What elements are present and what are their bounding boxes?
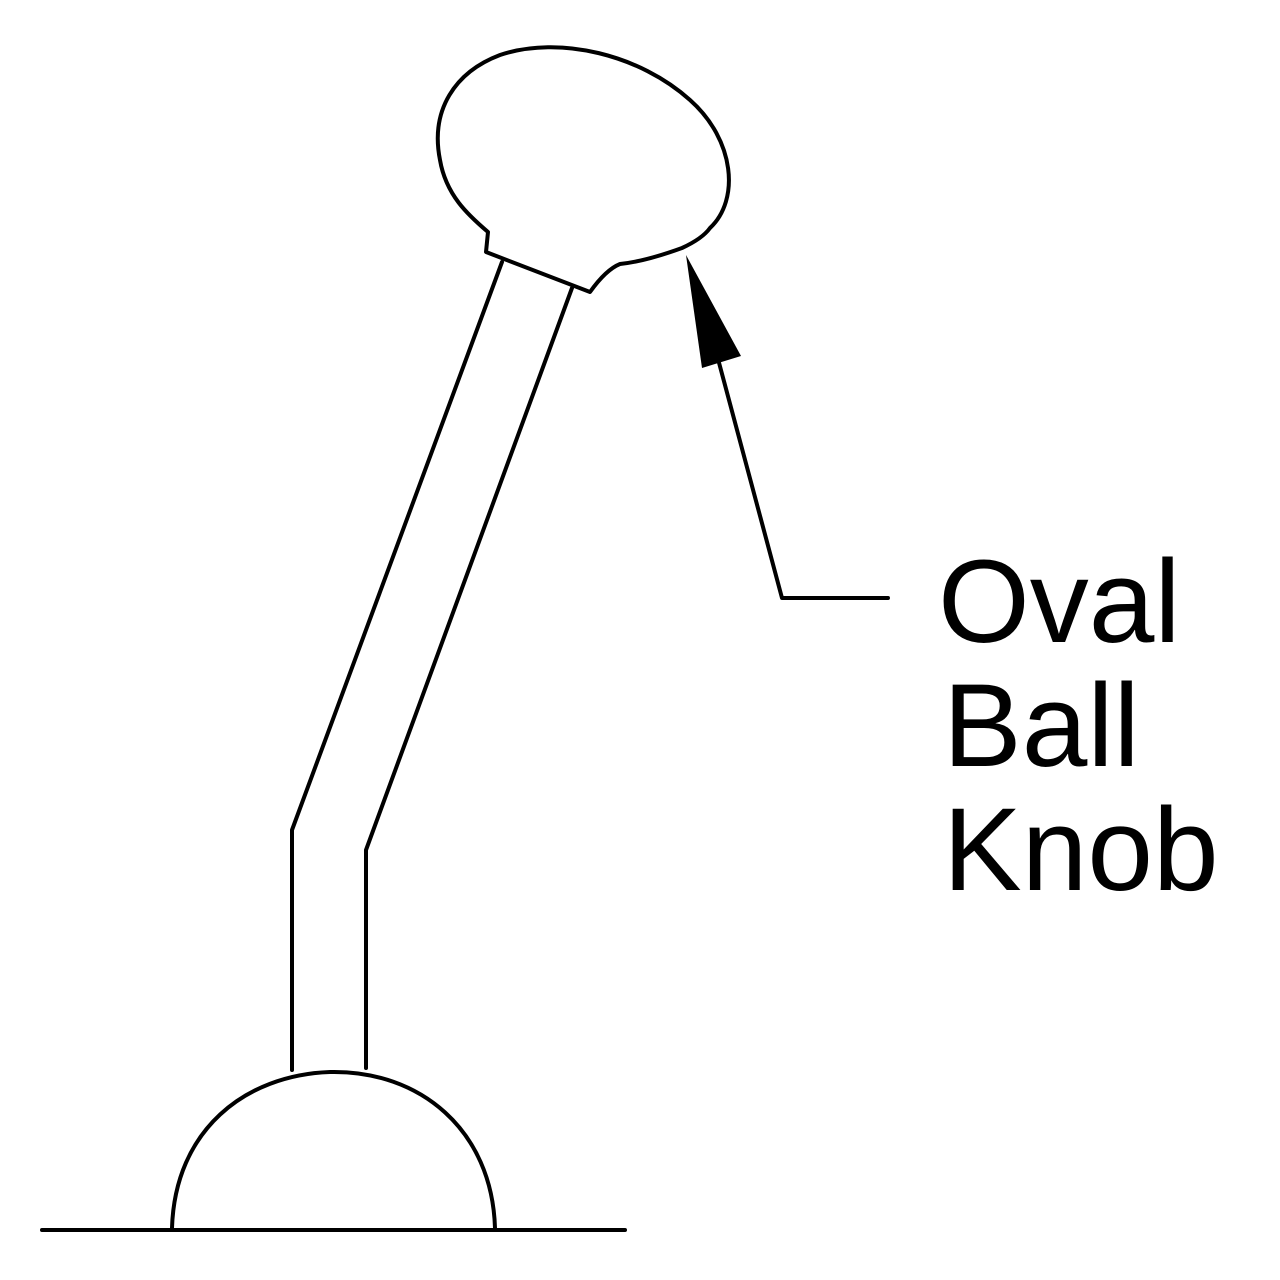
dome-base	[170, 1069, 497, 1230]
shaft-right-edge	[364, 286, 574, 1070]
label-line-1: Oval	[938, 536, 1181, 668]
label-line-3: Knob	[943, 784, 1219, 916]
leader-line	[712, 342, 890, 600]
shaft-left-edge	[290, 260, 504, 1072]
arrow-head-icon	[686, 255, 741, 368]
oval-knob	[435, 45, 731, 294]
label-line-2: Ball	[943, 660, 1140, 792]
